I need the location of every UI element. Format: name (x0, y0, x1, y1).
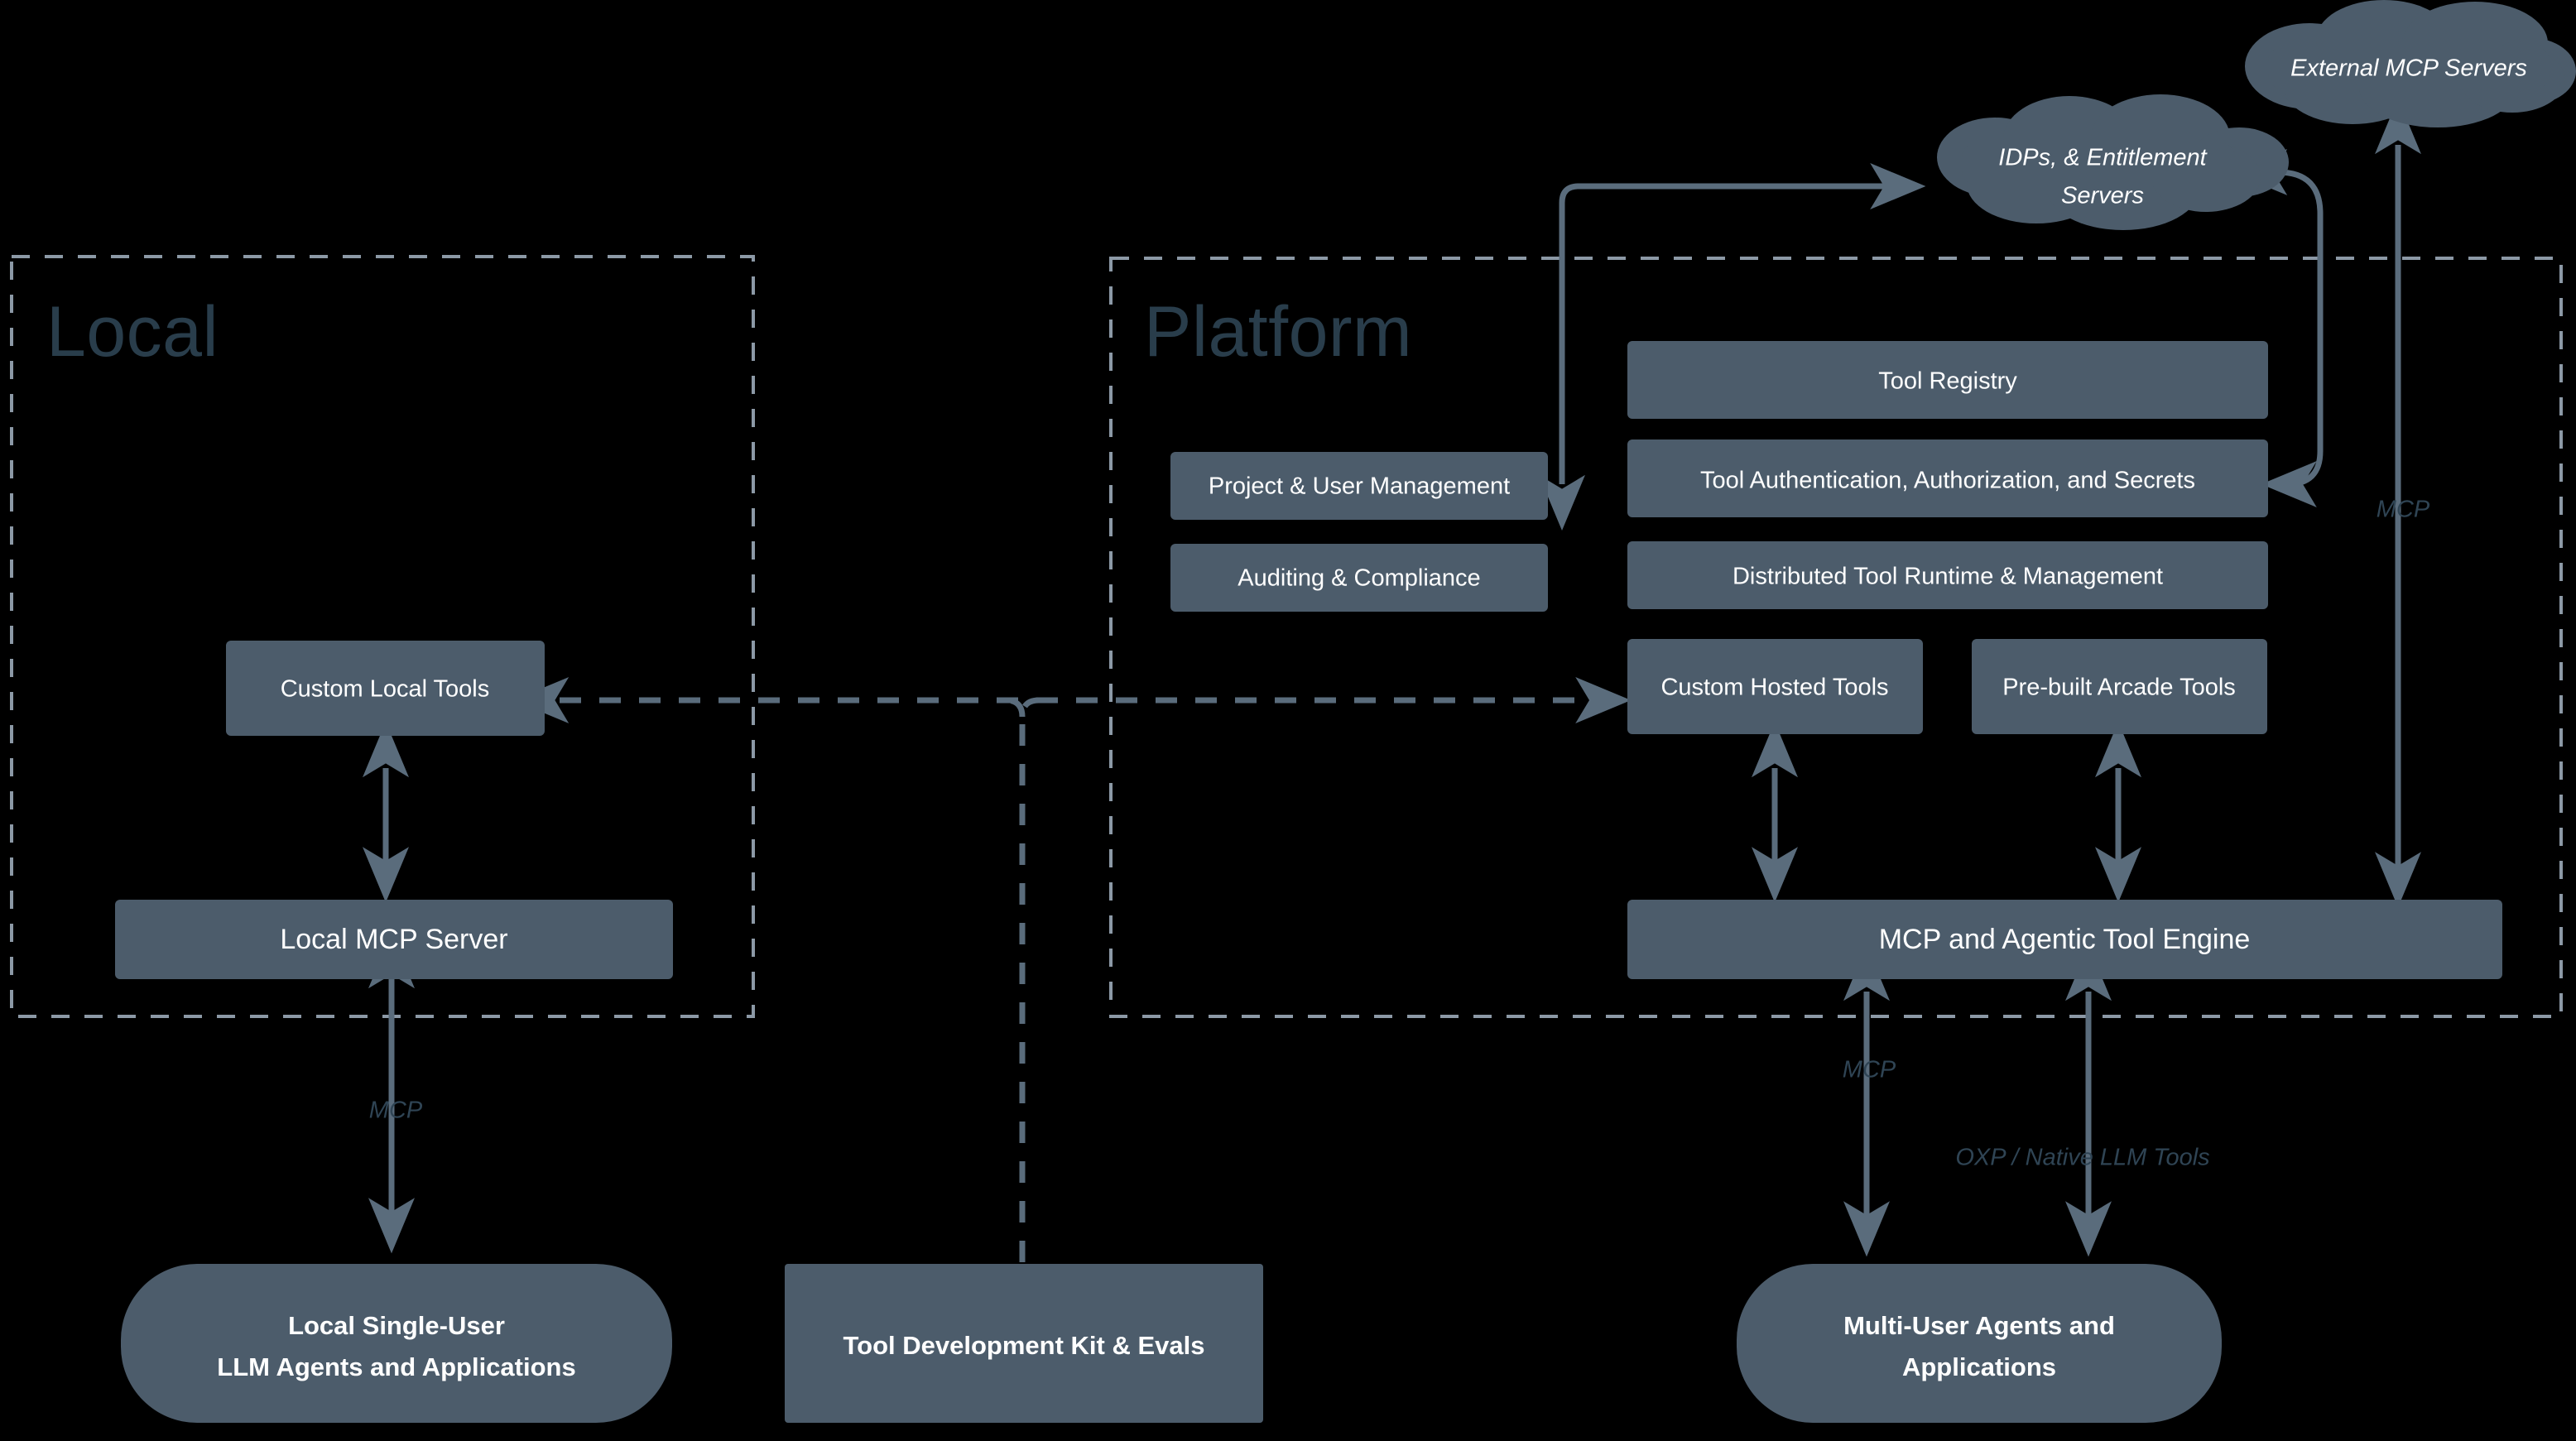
node-auditing-compliance-label: Auditing & Compliance (1238, 565, 1480, 592)
connector-engine-to-multiuser-mcp: MCP (1843, 945, 1896, 1257)
node-custom-local-tools-label: Custom Local Tools (281, 676, 490, 703)
node-multi-user-agents[interactable]: Multi-User Agents and Applications (1737, 1264, 2222, 1423)
zone-platform-title: Platform (1144, 292, 1412, 372)
cloud-idps-entitlement-servers[interactable]: IDPs, & Entitlement Servers (1937, 94, 2289, 230)
node-tool-authentication-label: Tool Authentication, Authorization, and … (1700, 468, 2195, 494)
node-distributed-tool-runtime[interactable]: Distributed Tool Runtime & Management (1627, 541, 2268, 609)
node-multi-user-line2: Applications (1902, 1352, 2056, 1381)
node-prebuilt-arcade-tools-label: Pre-built Arcade Tools (2002, 675, 2236, 701)
edge-label-mcp-local: MCP (369, 1098, 423, 1124)
connector-external-mcp-to-engine: MCP (2375, 98, 2430, 908)
cloud-idps-label-line2: Servers (2061, 183, 2144, 209)
zone-platform-border (1109, 257, 2563, 1018)
node-prebuilt-arcade-tools[interactable]: Pre-built Arcade Tools (1972, 639, 2267, 734)
connector-idp-to-tool-auth (2232, 149, 2324, 507)
edge-label-oxp-native: OXP / Native LLM Tools (1955, 1145, 2209, 1171)
connector-idp-to-project-user-management (1539, 163, 1926, 531)
node-local-single-user-line2: LLM Agents and Applications (217, 1352, 575, 1381)
connector-engine-to-multiuser-oxp: OXP / Native LLM Tools (1955, 945, 2210, 1257)
edge-label-mcp-external: MCP (2377, 497, 2430, 523)
cloud-external-mcp-servers-label: External MCP Servers (2290, 55, 2527, 82)
node-local-mcp-server[interactable]: Local MCP Server (115, 900, 673, 979)
node-distributed-tool-runtime-label: Distributed Tool Runtime & Management (1733, 564, 2163, 590)
node-multi-user-line1: Multi-User Agents and (1843, 1311, 2115, 1340)
zone-platform: Platform (1109, 257, 2563, 1018)
cloud-idps-label-line1: IDPs, & Entitlement (1998, 145, 2208, 171)
node-local-single-user-line1: Local Single-User (288, 1311, 505, 1340)
node-project-user-management-label: Project & User Management (1209, 473, 1510, 500)
zone-local-title: Local (46, 292, 219, 372)
node-tool-authentication[interactable]: Tool Authentication, Authorization, and … (1627, 440, 2268, 517)
node-local-single-user-agents[interactable]: Local Single-User LLM Agents and Applica… (121, 1264, 672, 1423)
node-custom-local-tools[interactable]: Custom Local Tools (226, 641, 545, 736)
node-tool-development-kit[interactable]: Tool Development Kit & Evals (785, 1264, 1263, 1423)
cloud-external-mcp-servers[interactable]: External MCP Servers (2245, 0, 2576, 127)
node-tool-registry[interactable]: Tool Registry (1627, 341, 2268, 419)
node-project-user-management[interactable]: Project & User Management (1170, 452, 1548, 520)
node-custom-hosted-tools-label: Custom Hosted Tools (1660, 675, 1888, 701)
node-tool-registry-label: Tool Registry (1878, 368, 2017, 395)
node-mcp-agentic-tool-engine[interactable]: MCP and Agentic Tool Engine (1627, 900, 2502, 979)
connector-tool-dev-kit-riser (1005, 697, 1040, 1262)
edge-label-mcp-platform: MCP (1843, 1057, 1896, 1083)
node-local-mcp-server-label: Local MCP Server (280, 924, 507, 955)
node-auditing-compliance[interactable]: Auditing & Compliance (1170, 544, 1548, 612)
node-tool-development-kit-label: Tool Development Kit & Evals (843, 1331, 1205, 1360)
node-mcp-agentic-tool-engine-label: MCP and Agentic Tool Engine (1879, 924, 2251, 955)
connector-local-mcp-server-to-local-agents: MCP (368, 933, 423, 1254)
node-custom-hosted-tools[interactable]: Custom Hosted Tools (1627, 639, 1923, 734)
